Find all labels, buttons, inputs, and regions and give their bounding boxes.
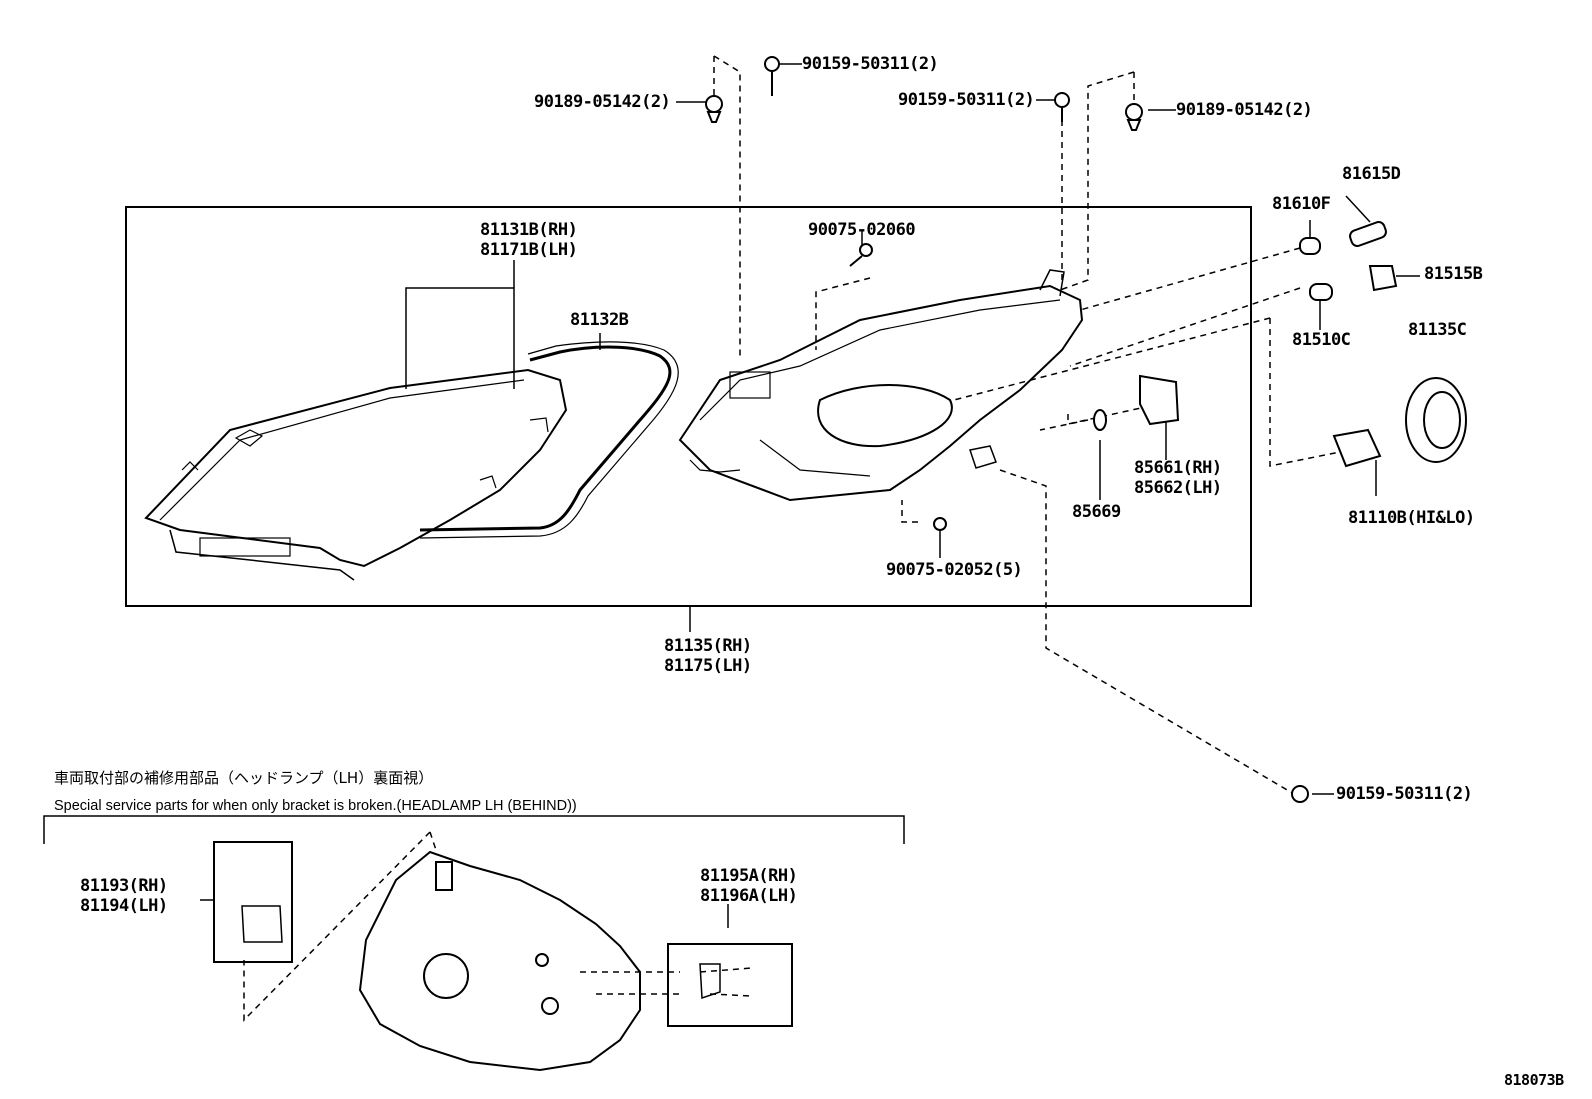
label-headlamp-assembly: 81135(RH) 81175(LH): [664, 636, 752, 676]
bracket-81195-box: [667, 943, 793, 1027]
label-bracket2-rh: 81195A(RH): [700, 866, 798, 886]
label-bulb-hi-lo-suffix: (HI&LO): [1406, 508, 1475, 528]
label-81510c: 81510C: [1292, 330, 1351, 350]
note-japanese: 車両取付部の補修用部品（ヘッドランプ（LH）裏面視）: [54, 769, 434, 787]
label-bracket-lh: 81194(LH): [80, 896, 168, 916]
label-bracket2-lh: 81196A(LH): [700, 886, 798, 906]
label-actuator: 85661(RH) 85662(LH): [1134, 458, 1222, 498]
label-screw-90075-02052: 90075-02052(5): [886, 560, 1023, 580]
lens-drawing: [144, 368, 568, 581]
label-screw-top-a: 90159-50311(2): [802, 54, 939, 74]
gasket-drawing: [419, 345, 672, 532]
clip-left-drawing: [705, 95, 723, 113]
label-clip-left: 90189-05142(2): [534, 92, 671, 112]
label-81515b: 81515B: [1424, 264, 1483, 284]
label-bracket-81193: 81193(RH) 81194(LH): [80, 876, 168, 916]
assembly-frame: [125, 206, 1252, 607]
label-81135c: 81135C: [1408, 320, 1467, 340]
label-lens-lh: 81171B(LH): [480, 240, 578, 260]
label-screw-bottom: 90159-50311(2): [1336, 784, 1473, 804]
service-bracket-frame: [43, 815, 905, 844]
label-actuator-lh: 85662(LH): [1134, 478, 1222, 498]
label-bracket-rh: 81193(RH): [80, 876, 168, 896]
label-bracket-81195: 81195A(RH) 81196A(LH): [700, 866, 798, 906]
label-headlamp-lh: 81175(LH): [664, 656, 752, 676]
label-headlamp-rh: 81135(RH): [664, 636, 752, 656]
label-bulb-hi-lo: 81110B(HI&LO): [1348, 508, 1475, 528]
diagram-id: 818073B: [1504, 1071, 1564, 1089]
label-lens-rh: 81131B(RH): [480, 220, 578, 240]
label-actuator-rh: 85661(RH): [1134, 458, 1222, 478]
label-lens: 81131B(RH) 81171B(LH): [480, 220, 578, 260]
headlamp-behind-drawing: [358, 850, 641, 1072]
bulb-hi-lo-drawing: [1332, 428, 1382, 468]
label-81610f: 81610F: [1272, 194, 1331, 214]
socket-81515b-drawing: [1368, 265, 1398, 292]
label-screw-90075-02060: 90075-02060: [808, 220, 916, 240]
bulb-81510c-drawing: [1309, 283, 1333, 301]
bulb-81610f-drawing: [1299, 237, 1321, 255]
label-bulb-hi-lo-code: 81110B: [1348, 508, 1407, 528]
actuator-drawing: [1139, 374, 1180, 426]
bulb-81615d-drawing: [1349, 221, 1387, 247]
bracket-81193-box: [213, 841, 293, 963]
label-clip-right: 90189-05142(2): [1176, 100, 1313, 120]
label-85669: 85669: [1072, 502, 1121, 522]
label-screw-top-b: 90159-50311(2): [898, 90, 1035, 110]
note-english: Special service parts for when only brac…: [54, 798, 577, 814]
clip-right-drawing: [1125, 103, 1143, 121]
label-gasket: 81132B: [570, 310, 629, 330]
housing-drawing: [678, 269, 1084, 502]
label-81615d: 81615D: [1342, 164, 1401, 184]
